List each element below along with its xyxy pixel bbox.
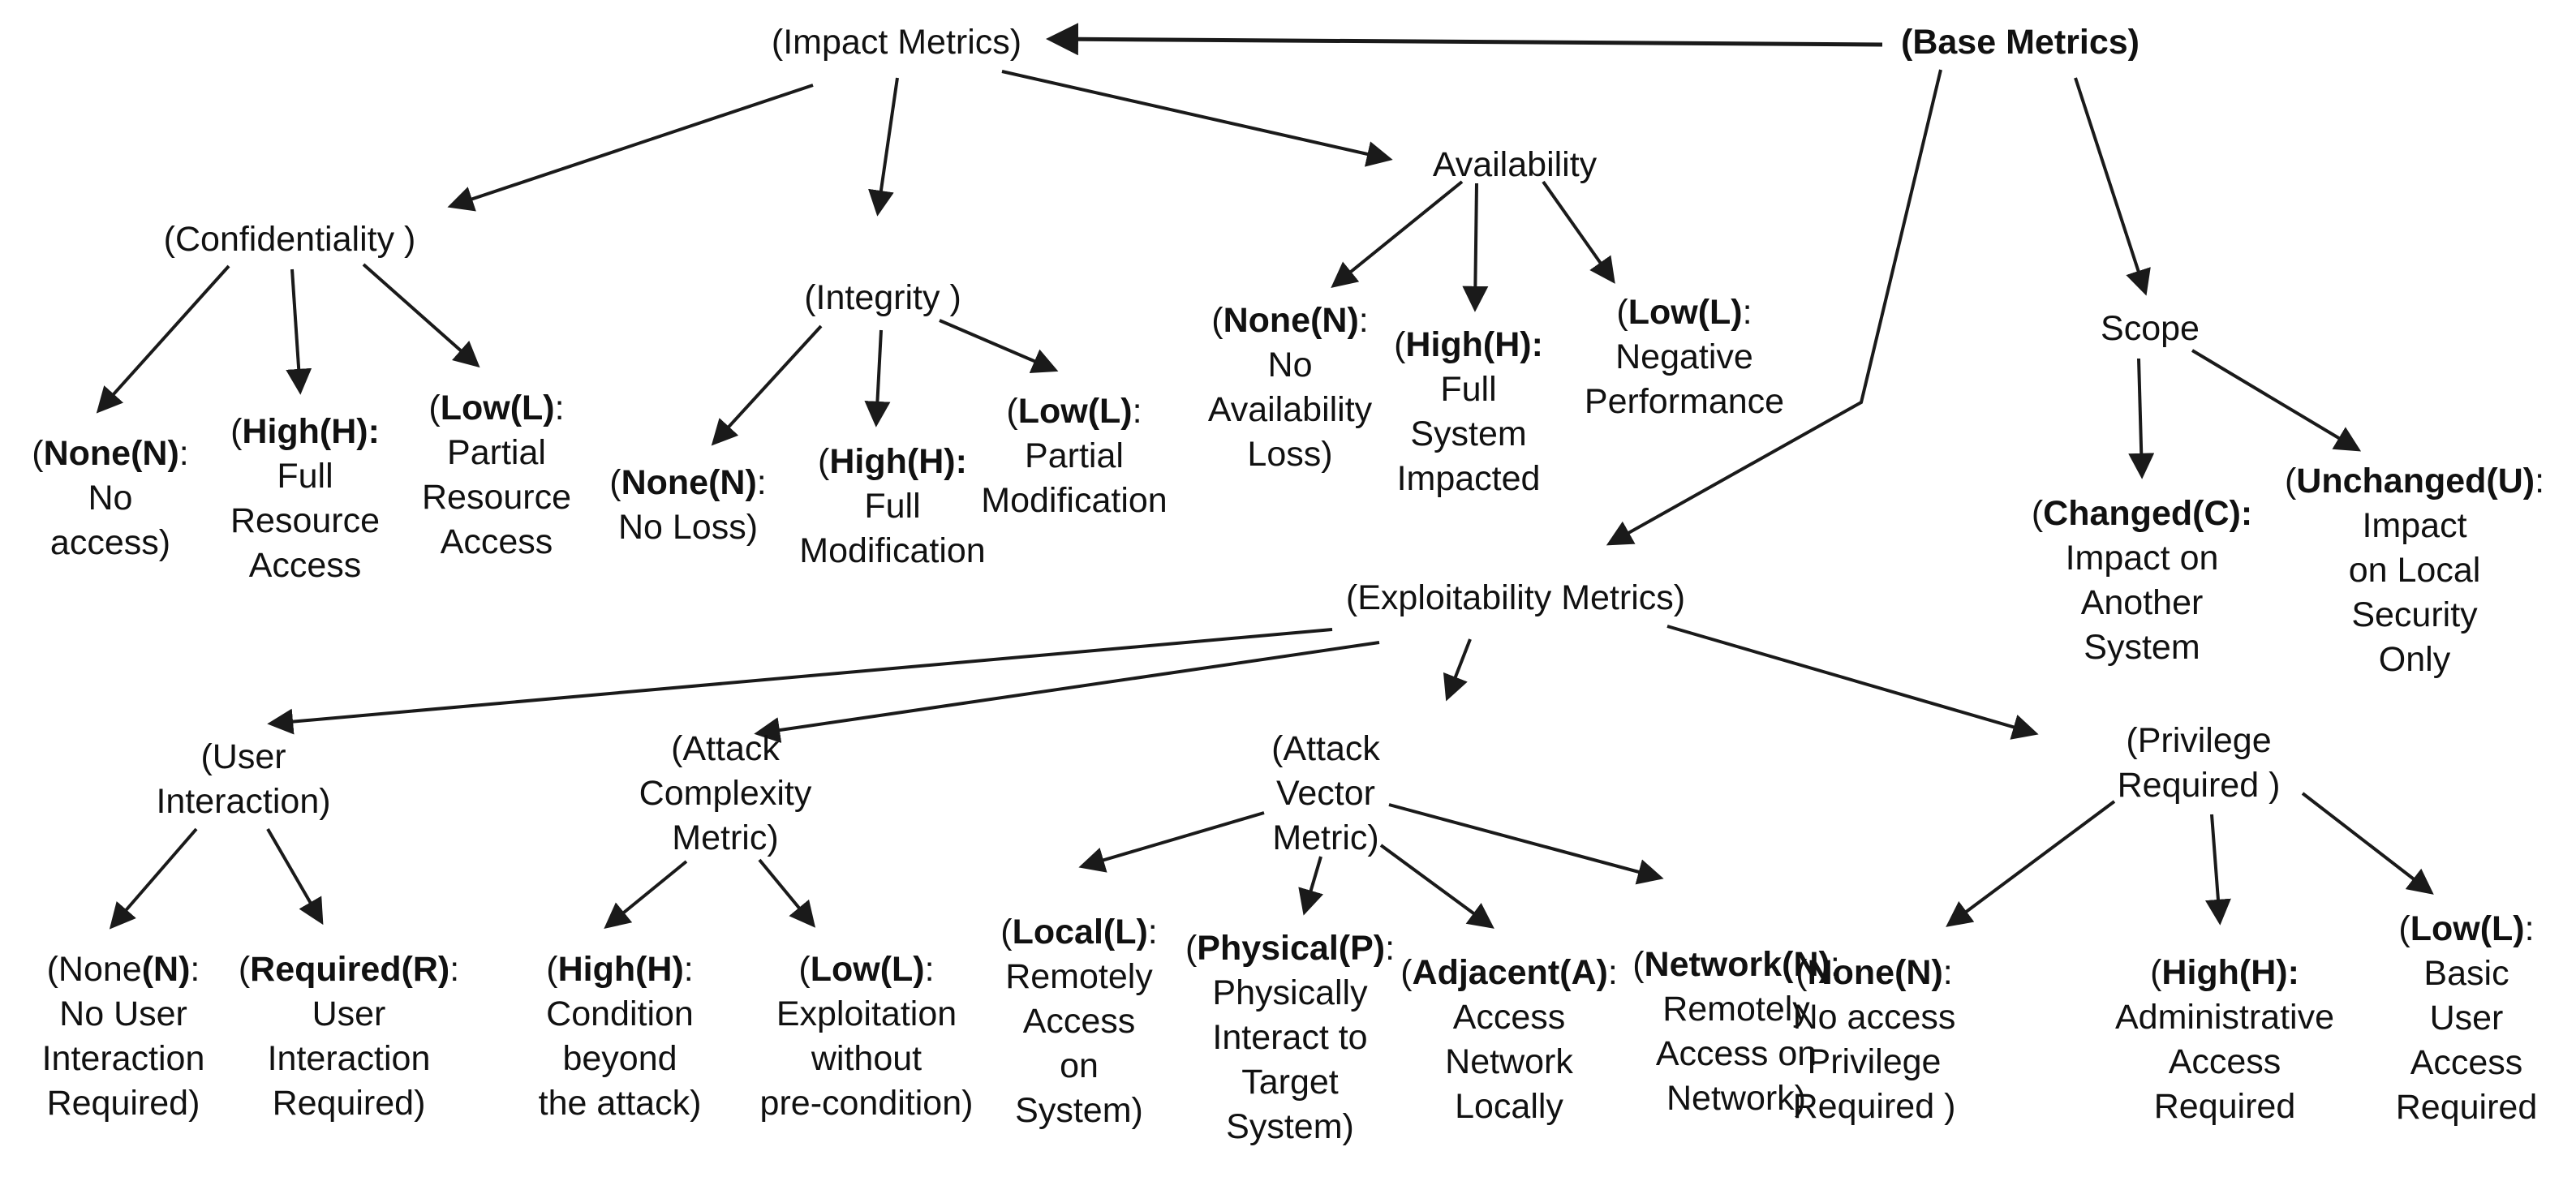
node-integrity-none: (None(N): No Loss) — [609, 463, 767, 547]
arrow-integrity-to-high — [864, 329, 891, 427]
node-privilege-none: (None(N): No access Privilege Required ) — [1792, 953, 1956, 1126]
node-scope: Scope — [2101, 309, 2200, 348]
arrow-availability-to-low — [1542, 180, 1615, 284]
arrow-exploitability-to-attack-complexity — [754, 641, 1380, 743]
arrow-attack-complexity-to-low — [758, 858, 816, 928]
node-availability: Availability — [1432, 145, 1598, 184]
node-privilege-required: (Privilege Required ) — [2117, 721, 2281, 805]
node-exploitability-metrics: (Exploitability Metrics) — [1345, 578, 1686, 617]
arrow-exploitability-to-user-interaction — [267, 628, 1333, 735]
node-confidentiality-high: (High(H): Full Resource Access — [230, 412, 381, 585]
arrow-confidentiality-to-low — [362, 263, 480, 368]
arrow-privilege-to-high — [2204, 814, 2231, 926]
node-availability-high: (High(H): Full System Impacted — [1394, 325, 1543, 498]
node-attack-vector-local: (Local(L): Remotely Access on System) — [1000, 913, 1158, 1130]
node-attack-complexity-low: (Low(L): Exploitation without pre-condit… — [759, 950, 974, 1123]
node-user-interaction: (User Interaction) — [156, 737, 331, 821]
node-availability-none: (None(N): No Availability Loss) — [1207, 301, 1373, 474]
arrow-impact-to-availability — [1001, 70, 1393, 167]
arrow-base-to-impact — [1046, 23, 1883, 56]
arrow-attack-vector-to-adjacent — [1379, 844, 1494, 929]
node-attack-vector: (Attack Vector Metric) — [1271, 729, 1380, 857]
node-user-interaction-required: (Required(R): User Interaction Required) — [238, 950, 460, 1123]
node-privilege-low: (Low(L): Basic User Access Required — [2395, 909, 2538, 1127]
arrow-user-interaction-to-none — [109, 827, 198, 930]
arrow-exploitability-to-privilege-required — [1666, 625, 2039, 740]
arrow-integrity-to-low — [939, 319, 1059, 373]
arrow-attack-complexity-to-high — [604, 860, 688, 930]
node-base-metrics: (Base Metrics) — [1901, 23, 2139, 62]
arrow-impact-to-confidentiality — [447, 84, 814, 212]
node-attack-vector-physical: (Physical(P): Physically Interact to Tar… — [1185, 929, 1396, 1146]
node-attack-vector-adjacent: (Adjacent(A): Access Network Locally — [1400, 953, 1618, 1126]
node-impact-metrics: (Impact Metrics) — [771, 23, 1022, 62]
arrow-privilege-to-low — [2301, 792, 2434, 895]
node-privilege-high: (High(H): Administrative Access Required — [2114, 953, 2335, 1126]
node-attack-complexity-high: (High(H): Condition beyond the attack) — [538, 950, 702, 1123]
arrow-confidentiality-to-high — [286, 268, 312, 395]
node-attack-complexity: (Attack Complexity Metric) — [639, 729, 812, 857]
arrow-integrity-to-none — [711, 324, 823, 446]
arrow-confidentiality-to-none — [96, 264, 230, 414]
arrow-user-interaction-to-required — [266, 827, 324, 926]
arrow-scope-to-changed — [2128, 358, 2155, 479]
node-attack-vector-network: (Network(N): Remotely Access on Network) — [1632, 945, 1840, 1118]
arrow-base-to-scope — [2074, 77, 2151, 296]
arrow-attack-vector-to-physical — [1298, 856, 1324, 916]
arrow-base-to-exploitability — [1606, 69, 1942, 546]
arrow-attack-vector-to-network — [1388, 803, 1664, 885]
arrow-exploitability-to-attack-vector — [1443, 638, 1472, 702]
node-integrity-low: (Low(L): Partial Modification — [981, 392, 1168, 520]
arrow-privilege-to-none — [1946, 800, 2116, 927]
node-availability-low: (Low(L): Negative Performance — [1584, 293, 1785, 421]
node-confidentiality-low: (Low(L): Partial Resource Access — [421, 389, 572, 561]
node-confidentiality-none: (None(N): No access) — [32, 434, 189, 562]
node-scope-unchanged: (Unchanged(U): Impact on Local Security … — [2284, 462, 2545, 679]
arrow-availability-to-high — [1462, 183, 1489, 312]
node-confidentiality: (Confidentiality ) — [163, 220, 416, 259]
arrow-scope-to-unchanged — [2191, 349, 2362, 452]
node-scope-changed: (Changed(C): Impact on Another System — [2031, 494, 2253, 667]
arrow-availability-to-none — [1331, 180, 1464, 289]
arrow-attack-vector-to-local — [1078, 811, 1265, 873]
node-integrity: (Integrity ) — [804, 278, 961, 317]
arrow-impact-to-integrity — [868, 77, 899, 217]
node-user-interaction-none: (None(N): No User Interaction Required) — [41, 950, 205, 1123]
node-integrity-high: (High(H): Full Modification — [799, 442, 986, 570]
